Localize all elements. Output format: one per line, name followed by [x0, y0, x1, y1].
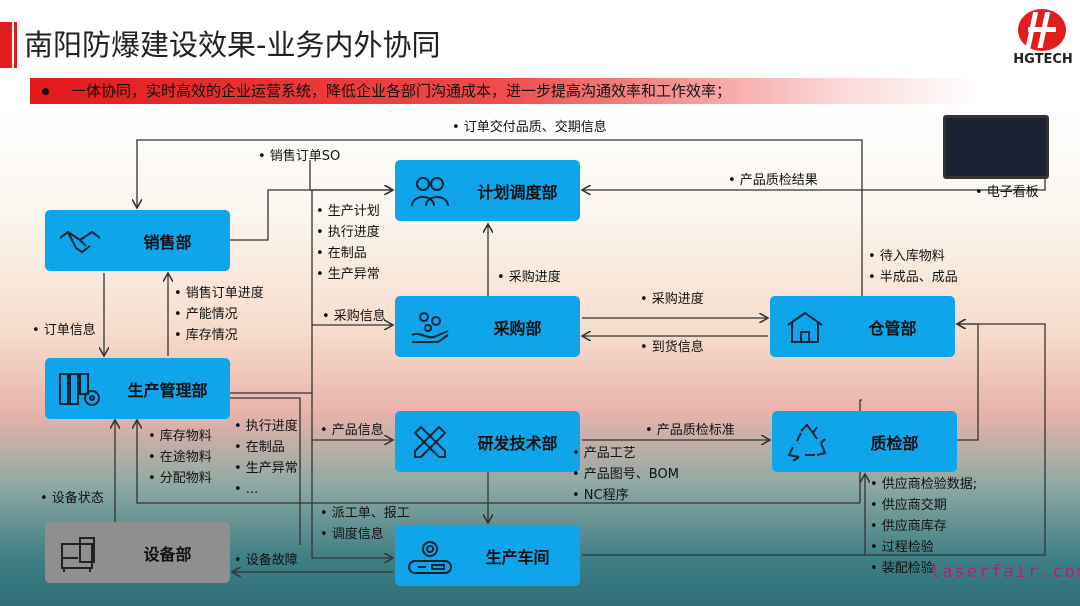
label-warehouse-items: • 待入库物料 • 半成品、成品 [868, 246, 958, 288]
users-icon [395, 174, 465, 208]
title-accent-bar [0, 22, 12, 68]
label-item: • 过程检验 [870, 540, 934, 555]
handshake-icon [45, 226, 115, 256]
logo-text: HGTECH [1013, 52, 1073, 67]
label-item: • 产品图号、BOM [572, 467, 679, 482]
label-item: • 生产异常 [234, 461, 298, 476]
label-item: • 调度信息 [320, 527, 384, 542]
label-item: • 待入库物料 [868, 249, 945, 264]
dashboard-thumbnail-icon [943, 115, 1049, 179]
label-item: • 库存物料 [148, 429, 212, 444]
label-item: • 销售订单进度 [174, 286, 264, 301]
label-dispatch-items: • 派工单、报工 • 调度信息 [320, 503, 410, 545]
conveyor-gear-icon [395, 537, 465, 575]
label-item: • 在制品 [316, 246, 367, 261]
pencil-ruler-icon [395, 423, 465, 461]
label-supplier-items: • 供应商检验数据; • 供应商交期 • 供应商库存 • 过程检验 • 装配检验 [870, 474, 977, 579]
title-accent-bar [14, 22, 17, 68]
dept-rnd[interactable]: 研发技术部 [395, 411, 580, 472]
label-item: • 供应商检验数据; [870, 477, 978, 492]
label-item: • 生产计划 [316, 204, 380, 219]
binders-gear-icon [45, 371, 115, 407]
label-item: • NC程序 [572, 488, 629, 503]
dept-sales[interactable]: 销售部 [45, 210, 230, 271]
recycle-icon [772, 422, 842, 461]
dept-qc[interactable]: 质检部 [772, 411, 957, 472]
label-item: • 装配检验 [870, 561, 934, 576]
label-item: • 产能情况 [174, 307, 238, 322]
label-sales-progress: • 销售订单进度 • 产能情况 • 库存情况 [174, 283, 264, 346]
label-rnd-items: • 产品工艺 • 产品图号、BOM • NC程序 [572, 443, 679, 506]
banner: 一体协同，实时高效的企业运营系统，降低企业各部门沟通成本，进一步提高沟通效率和工… [30, 78, 980, 104]
label-item: • 执行进度 [234, 419, 298, 434]
label-board: • 电子看板 [975, 185, 1039, 200]
label-item: • 库存情况 [174, 328, 238, 343]
house-icon [770, 310, 840, 344]
label-plan-items: • 生产计划 • 执行进度 • 在制品 • 生产异常 [316, 201, 380, 285]
dept-plan[interactable]: 计划调度部 [395, 160, 580, 221]
label-order-info: • 订单信息 [32, 323, 96, 338]
label-item: • 供应商库存 [870, 519, 947, 534]
label-item: • 分配物料 [148, 471, 212, 486]
label-purchase-progress: • 采购进度 [640, 292, 704, 307]
label-item: • 生产异常 [316, 267, 380, 282]
label-item: • 供应商交期 [870, 498, 947, 513]
label-item: • 执行进度 [316, 225, 380, 240]
dept-warehouse[interactable]: 仓管部 [770, 296, 955, 357]
machine-icon [45, 534, 115, 572]
label-item: • 在制品 [234, 440, 285, 455]
dept-workshop[interactable]: 生产车间 [395, 525, 580, 586]
page-title: 南阳防爆建设效果-业务内外协同 [24, 28, 441, 62]
label-purchase-info: • 采购信息 [322, 309, 386, 324]
label-exec-items: • 执行进度 • 在制品 • 生产异常 • ... [234, 416, 298, 500]
bullet-icon [42, 88, 49, 95]
label-qc-result: • 产品质检结果 [728, 173, 818, 188]
hgtech-logo [1010, 8, 1074, 70]
watermark: laserfair.com [930, 562, 1080, 582]
label-equip-status: • 设备状态 [40, 491, 104, 506]
banner-text: 一体协同，实时高效的企业运营系统，降低企业各部门沟通成本，进一步提高沟通效率和工… [71, 82, 732, 100]
dept-equipment[interactable]: 设备部 [45, 522, 230, 583]
label-product-info: • 产品信息 [320, 423, 384, 438]
label-item: • 派工单、报工 [320, 506, 410, 521]
label-purchase-progress-up: • 采购进度 [497, 270, 561, 285]
label-item: • 半成品、成品 [868, 270, 958, 285]
label-equip-fault: • 设备故障 [234, 553, 298, 568]
label-item: • 在途物料 [148, 450, 212, 465]
label-item: • 产品工艺 [572, 446, 636, 461]
label-material-items: • 库存物料 • 在途物料 • 分配物料 [148, 426, 212, 489]
hand-coins-icon [395, 309, 465, 345]
label-order-delivery: • 订单交付品质、交期信息 [452, 120, 607, 135]
dept-purchase[interactable]: 采购部 [395, 296, 580, 357]
label-sales-so: • 销售订单SO [258, 149, 341, 164]
label-qc-standard: • 产品质检标准 [645, 423, 735, 438]
dept-production-mgmt[interactable]: 生产管理部 [45, 358, 230, 419]
label-item: • ... [234, 482, 259, 497]
label-arrival: • 到货信息 [640, 340, 704, 355]
